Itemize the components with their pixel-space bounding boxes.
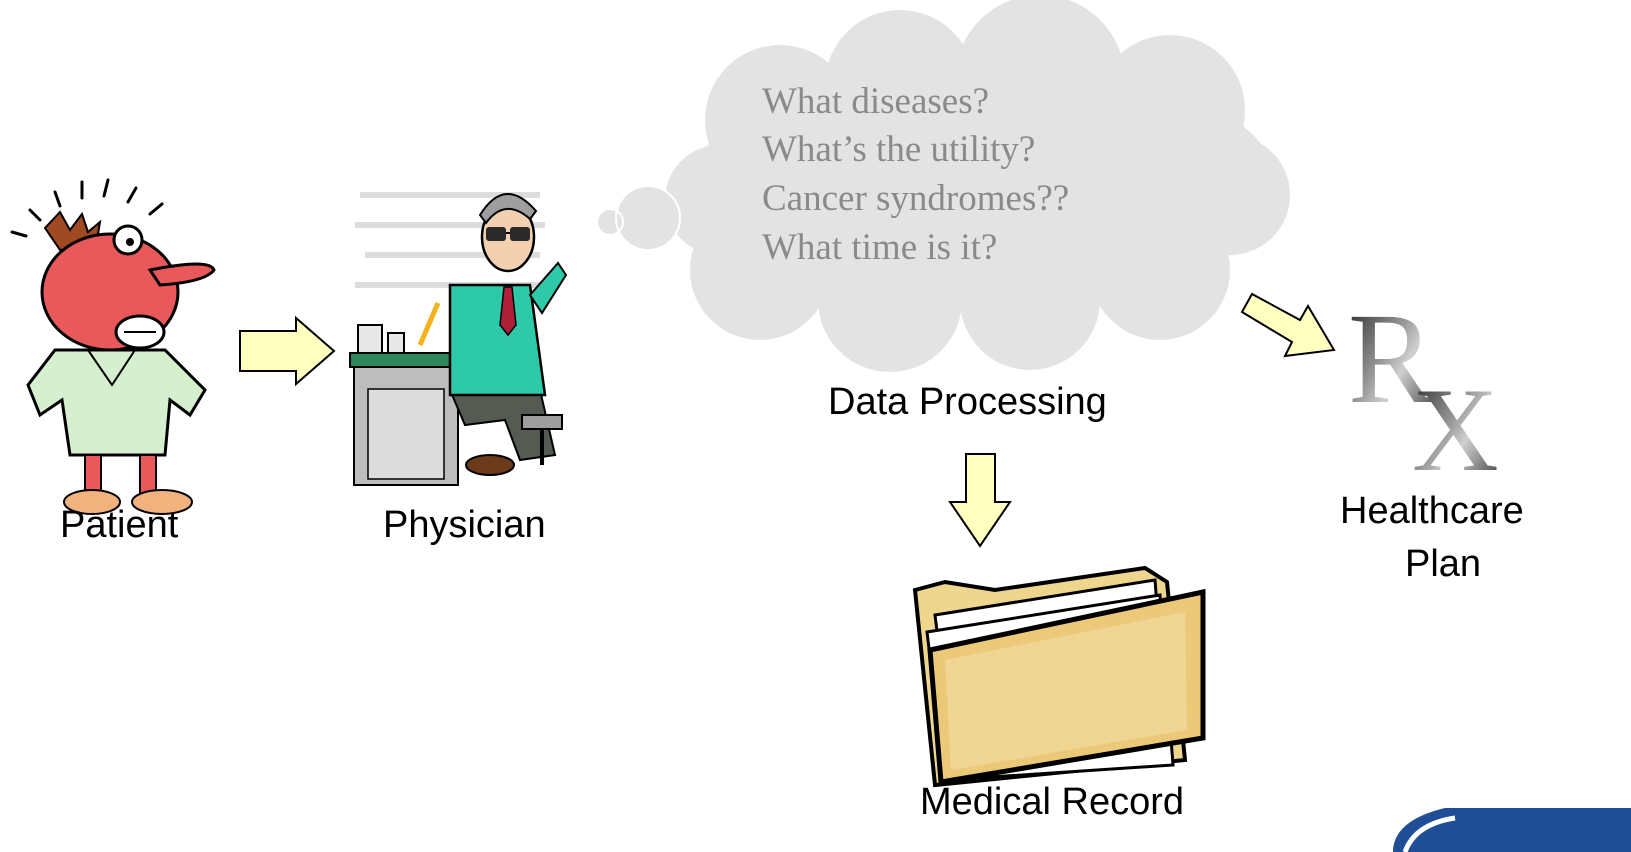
arrow-patient-to-physician [239,315,336,387]
patient-label: Patient [60,504,179,546]
rx-icon: R X [1348,287,1499,496]
thought-line-2: What’s the utility? [762,129,1036,170]
rx-letter-x: X [1412,363,1499,496]
corner-logo [1393,808,1631,852]
data-processing-label: Data Processing [828,381,1107,423]
rx-letter-r: R [1348,287,1435,431]
physician-label: Physician [383,504,546,546]
healthcare-plan-label-line1: Healthcare [1340,490,1524,532]
healthcare-plan-label-line2: Plan [1405,543,1482,585]
medical-record-label: Medical Record [920,781,1184,823]
patient-illustration [10,178,216,515]
arrow-processing-to-record [948,453,1012,548]
physician-illustration [349,192,568,486]
thought-line-1: What diseases? [762,81,990,122]
folder-icon [912,565,1206,788]
thought-line-3: Cancer syndromes?? [762,178,1070,219]
thought-line-4: What time is it? [762,227,998,268]
arrow-to-healthcare-plan [1240,292,1336,358]
